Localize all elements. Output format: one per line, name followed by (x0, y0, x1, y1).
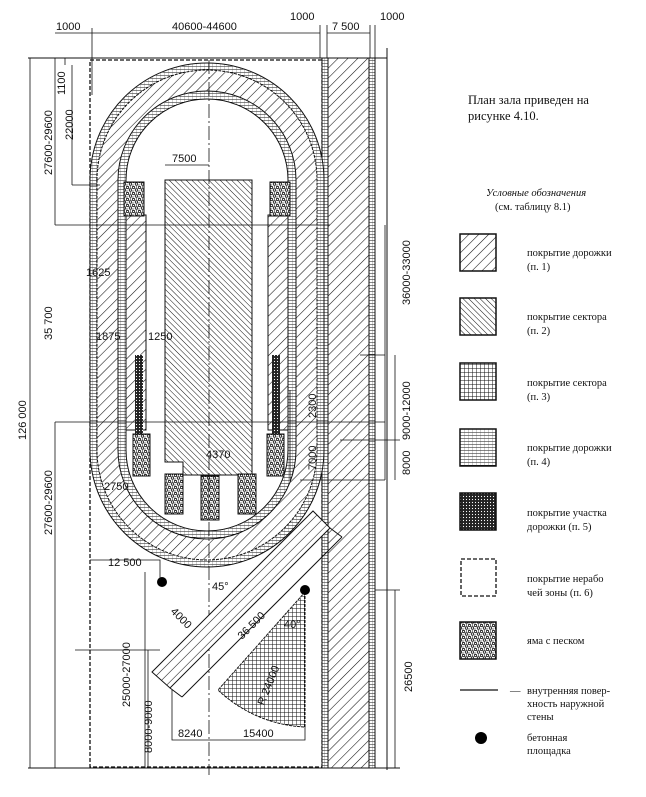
dim-1875: 1875 (96, 331, 120, 343)
legend-label: (п. 3) (527, 392, 551, 403)
dim-2300: 2300 (307, 394, 319, 418)
dimension-lines (29, 25, 400, 768)
legend-label: покрытие сектора (527, 378, 607, 389)
legend-swatch-dot (475, 732, 487, 744)
sand-pits (123, 181, 291, 521)
legend-label: (п. 4) (527, 457, 551, 468)
note-line-2: рисунке 4.10. (468, 109, 539, 123)
dim-1250: 1250 (148, 331, 172, 343)
legend-label: покрытие нерабо (527, 574, 604, 585)
legend-dash: — (509, 686, 521, 697)
concrete-pad-left (157, 577, 167, 587)
legend-title: Условные обозначения (486, 188, 586, 199)
legend-label: (п. 1) (527, 262, 551, 273)
dim-25000: 25000-27000 (121, 642, 133, 707)
dim-top-width: 40600-44600 (172, 21, 237, 33)
dim-1100: 1100 (56, 71, 68, 95)
dim-2750: 2750 (104, 481, 128, 493)
dim-top-1000-a: 1000 (290, 11, 314, 23)
dim-8000-9000: 8000-9000 (143, 700, 155, 753)
dim-straight: 35 700 (43, 306, 55, 340)
legend-label: покрытие дорожки (527, 443, 612, 454)
dim-4000: 4000 (168, 606, 194, 632)
legend-label: стены (527, 712, 554, 723)
legend-label: покрытие сектора (527, 312, 607, 323)
dim-total-length: 126 000 (17, 400, 29, 440)
dim-right-9000: 9000-12000 (401, 381, 413, 440)
track-section-right (272, 355, 280, 435)
legend-label: покрытие участка (527, 508, 607, 519)
legend-subtitle: (см. таблицу 8.1) (495, 202, 571, 213)
legend-label: площадка (527, 746, 571, 757)
legend-swatch-dashed (460, 558, 497, 597)
dim-1625: 1625 (86, 267, 110, 279)
legend-swatch-grid (459, 362, 497, 401)
throwing-sector (217, 590, 306, 728)
legend: Условные обозначения (см. таблицу 8.1) п… (459, 188, 612, 757)
legend-label: (п. 2) (527, 326, 551, 337)
dim-26500: 26500 (403, 661, 415, 692)
dim-15400: 15400 (243, 728, 274, 740)
legend-label: яма с песком (527, 636, 585, 647)
legend-label: дорожки (п. 5) (527, 522, 592, 533)
legend-swatch-sand (459, 621, 497, 660)
legend-swatch-hlines (459, 428, 497, 467)
straight-sprint-track (321, 57, 376, 769)
central-sector (164, 179, 253, 476)
legend-swatch-sector (459, 297, 497, 336)
dim-12500: 12 500 (108, 557, 142, 569)
dim-7000: 7000 (307, 446, 319, 470)
legend-label: покрытие дорожки (527, 248, 612, 259)
dim-8240: 8240 (178, 728, 202, 740)
dim-right-36000: 36000-33000 (401, 240, 413, 305)
dim-bottom-end: 27600-29600 (43, 470, 55, 535)
legend-label: чей зоны (п. 6) (527, 588, 593, 599)
dim-top-end: 27600-29600 (43, 110, 55, 175)
dim-top-7500: 7 500 (332, 21, 360, 33)
note-line-1: План зала приведен на (468, 93, 589, 107)
dim-angle-45: 45° (212, 581, 229, 593)
legend-swatch-track (459, 233, 497, 272)
dim-22000: 22000 (64, 109, 76, 140)
dim-7500: 7500 (172, 153, 196, 165)
dim-top-1000-b: 1000 (380, 11, 404, 23)
legend-label: внутренняя повер- (527, 686, 611, 697)
legend-label: бетонная (527, 733, 567, 744)
dim-angle-40: 40° (284, 619, 301, 631)
legend-swatch-dense (459, 492, 497, 531)
legend-label: хность наружной (527, 699, 605, 710)
dim-right-8000: 8000 (401, 451, 413, 475)
track-section-left (135, 355, 143, 435)
dim-top-left-1000: 1000 (56, 21, 80, 33)
dim-4370: 4370 (206, 449, 230, 461)
concrete-pad-right (300, 585, 310, 595)
